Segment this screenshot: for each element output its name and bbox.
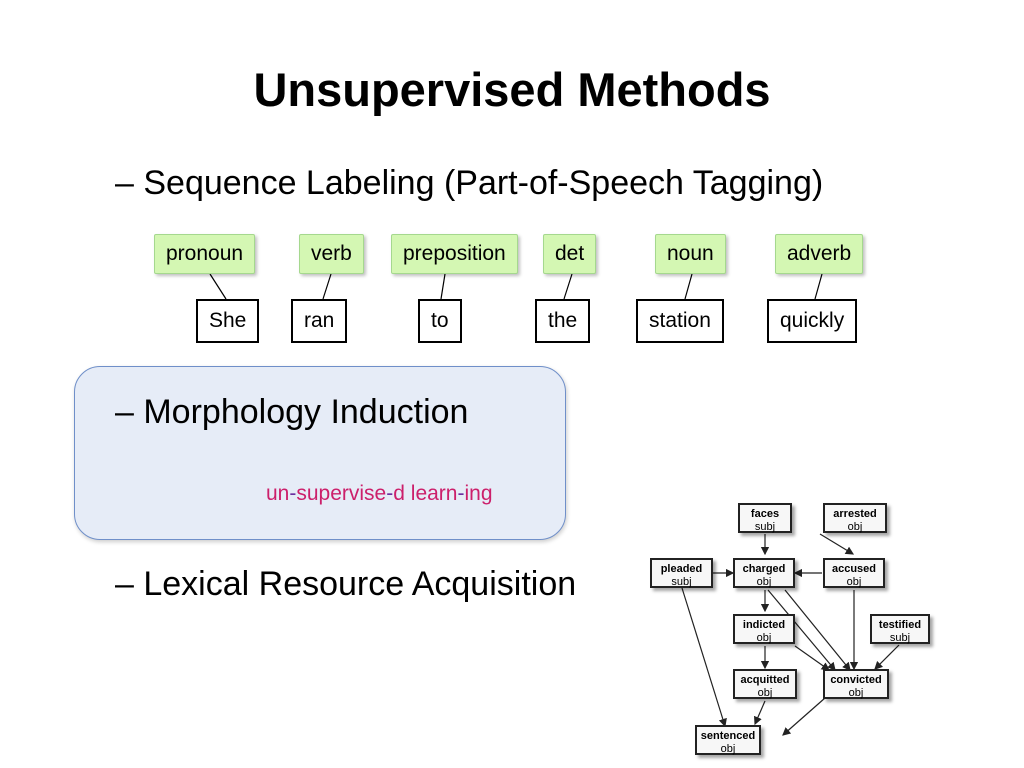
morpheme-un: un [266, 482, 290, 505]
word-ran: ran [291, 299, 348, 343]
morpheme-ing: ing [464, 482, 493, 505]
pos-tag-pronoun: pronoun [154, 234, 256, 274]
morphology-example: un-supervise-d learn-ing [266, 482, 493, 506]
graph-edges [681, 533, 900, 736]
morpheme-supervise: supervise [296, 482, 387, 505]
pos-tag-preposition: preposition [391, 234, 518, 274]
morphology-highlight-box [74, 366, 566, 540]
morpheme-separator: - [289, 482, 297, 505]
bullet-morphology-induction: – Morphology Induction [115, 393, 469, 431]
word-to: to [418, 299, 462, 343]
bullet-lexical-resource-acquisition: – Lexical Resource Acquisition [115, 565, 577, 603]
morpheme-d: d [393, 482, 405, 505]
morpheme-separator: - [457, 482, 465, 505]
bullet-sequence-labeling: – Sequence Labeling (Part-of-Speech Tagg… [115, 164, 824, 202]
pos-tag-det: det [543, 234, 597, 274]
pos-tag-noun: noun [655, 234, 726, 274]
pos-tag-adverb: adverb [775, 234, 864, 274]
morpheme-learn: learn [410, 482, 458, 505]
slide-title: Unsupervised Methods [253, 63, 771, 116]
pos-tag-verb: verb [299, 234, 364, 274]
word-the: the [535, 299, 591, 343]
morpheme-separator: - [386, 482, 394, 505]
word-she: She [196, 299, 260, 343]
word-station: station [636, 299, 724, 343]
word-quickly: quickly [767, 299, 858, 343]
